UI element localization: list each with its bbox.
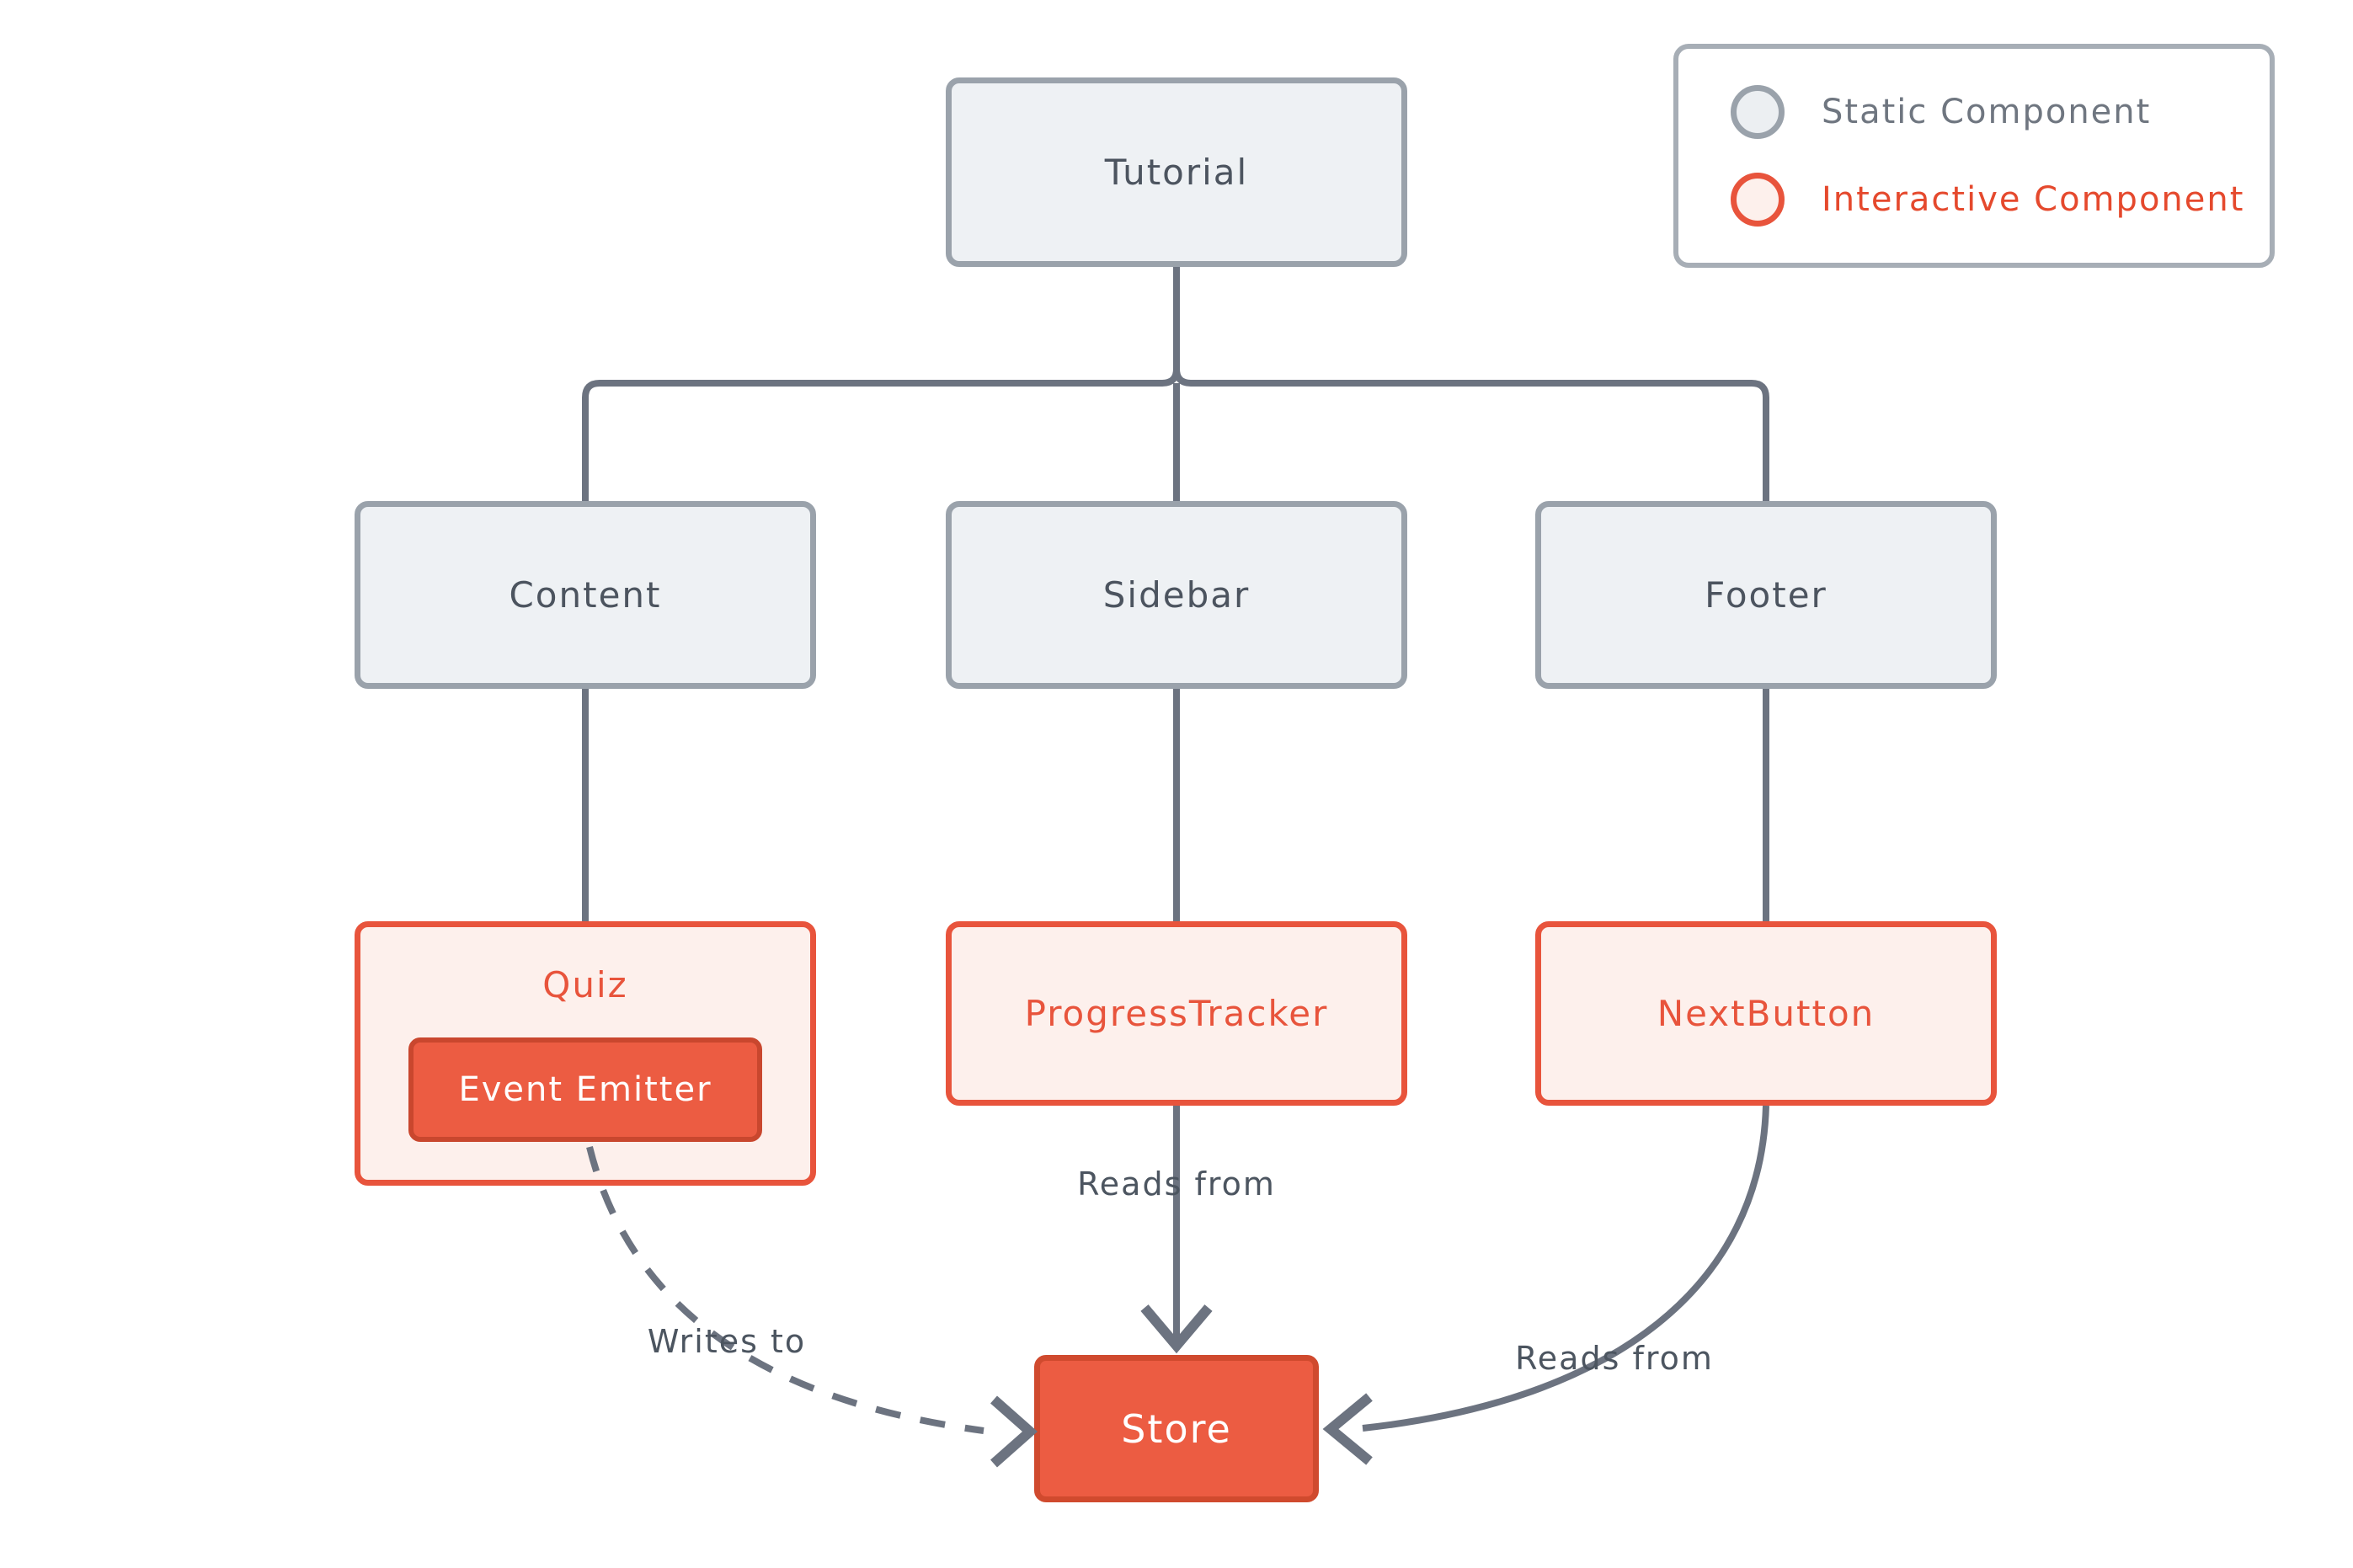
arrowhead-progress-to-store: [1140, 1304, 1213, 1354]
node-footer: Footer: [1535, 501, 1997, 689]
node-quiz-label: Quiz: [542, 964, 628, 1005]
arrowhead-next-to-store: [1322, 1393, 1373, 1465]
static-component-swatch-icon: [1731, 85, 1785, 139]
legend-item-interactive: Interactive Component: [1731, 173, 2270, 227]
legend: Static Component Interactive Component: [1673, 44, 2275, 268]
edge-emitter-to-store: [586, 1146, 984, 1434]
node-progress-tracker-label: ProgressTracker: [1024, 993, 1329, 1034]
edge-tutorial-to-footer: [1173, 267, 1769, 501]
edge-label-reads-from-progress: Reads from: [1077, 1165, 1276, 1203]
node-event-emitter-label: Event Emitter: [458, 1070, 712, 1109]
legend-static-label: Static Component: [1822, 93, 2152, 131]
node-store-label: Store: [1121, 1405, 1232, 1452]
node-footer-label: Footer: [1705, 574, 1827, 616]
node-tutorial-label: Tutorial: [1104, 152, 1249, 193]
node-next-button-label: NextButton: [1657, 993, 1875, 1034]
edge-label-writes-to: Writes to: [647, 1323, 807, 1360]
legend-interactive-label: Interactive Component: [1822, 180, 2245, 219]
edge-tutorial-to-content: [582, 267, 1180, 501]
node-next-button: NextButton: [1535, 921, 1997, 1106]
node-event-emitter: Event Emitter: [408, 1037, 762, 1142]
node-content-label: Content: [509, 574, 662, 616]
arrowhead-emitter-to-store: [990, 1395, 1038, 1468]
node-progress-tracker: ProgressTracker: [946, 921, 1407, 1106]
edge-next-to-store: [1362, 1105, 1769, 1432]
node-content: Content: [355, 501, 816, 689]
legend-item-static: Static Component: [1731, 85, 2270, 139]
edge-label-reads-from-next: Reads from: [1515, 1340, 1714, 1377]
interactive-component-swatch-icon: [1731, 173, 1785, 227]
node-store: Store: [1034, 1355, 1319, 1502]
node-sidebar: Sidebar: [946, 501, 1407, 689]
node-quiz: Quiz Event Emitter: [355, 921, 816, 1186]
node-tutorial: Tutorial: [946, 77, 1407, 267]
node-sidebar-label: Sidebar: [1102, 574, 1251, 616]
